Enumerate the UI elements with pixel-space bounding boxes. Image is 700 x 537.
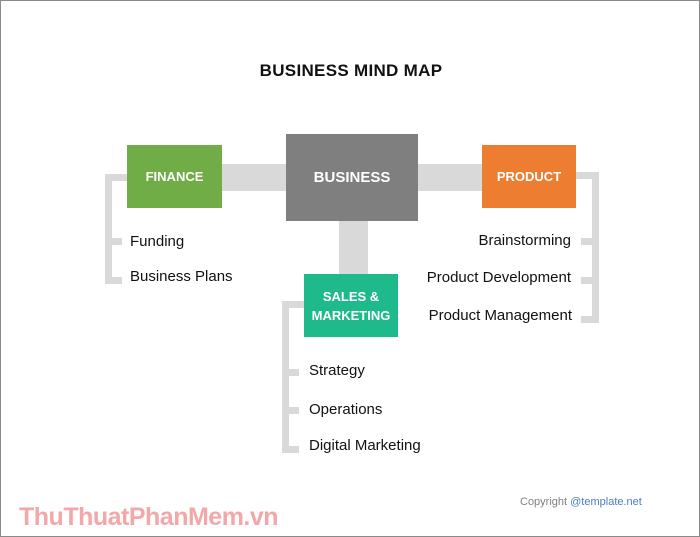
sales-item-strategy: Strategy bbox=[309, 362, 365, 379]
copyright-note: Copyright @template.net bbox=[520, 496, 642, 508]
sales-item-digital-marketing: Digital Marketing bbox=[309, 437, 421, 454]
product-item-development: Product Development bbox=[426, 269, 571, 286]
sales-node-label-line1: SALES & bbox=[322, 288, 380, 304]
finance-tree-tick-1 bbox=[105, 238, 122, 245]
finance-item-funding: Funding bbox=[130, 233, 185, 250]
business-node-label: BUSINESS bbox=[313, 169, 391, 186]
copyright-link[interactable]: @template.net bbox=[570, 496, 642, 508]
finance-item-business-plans: Business Plans bbox=[130, 268, 233, 285]
sales-node-label-line2: MARKETING bbox=[311, 307, 391, 323]
diagram-title: BUSINESS MIND MAP bbox=[259, 61, 443, 80]
connector-business-product bbox=[417, 164, 483, 191]
sales-marketing-node: SALES & MARKETING bbox=[304, 274, 398, 337]
product-tree-spine bbox=[592, 172, 599, 323]
sales-tree-top bbox=[282, 301, 305, 308]
product-node-label: PRODUCT bbox=[496, 169, 562, 184]
product-tree-tick-2 bbox=[581, 277, 599, 284]
sales-tree-tick-1 bbox=[282, 369, 299, 376]
product-node: PRODUCT bbox=[482, 145, 576, 208]
product-tree-tick-3 bbox=[581, 316, 599, 323]
product-tree-top bbox=[575, 172, 599, 179]
connector-business-sales bbox=[339, 221, 368, 275]
product-item-brainstorming: Brainstorming bbox=[478, 232, 571, 249]
sales-tree-tick-3 bbox=[282, 446, 299, 453]
finance-node: FINANCE bbox=[127, 145, 222, 208]
product-tree-tick-1 bbox=[581, 238, 599, 245]
sales-item-operations: Operations bbox=[309, 401, 383, 418]
finance-tree-tick-2 bbox=[105, 277, 122, 284]
connector-finance-business bbox=[221, 164, 287, 191]
product-item-management: Product Management bbox=[428, 307, 572, 324]
watermark-logo: ThuThuatPhanMem.vn bbox=[19, 503, 279, 531]
finance-tree-top bbox=[105, 174, 127, 181]
sales-tree-tick-2 bbox=[282, 407, 299, 414]
sales-tree-spine bbox=[282, 301, 289, 453]
finance-node-label: FINANCE bbox=[145, 169, 204, 184]
copyright-prefix: Copyright bbox=[520, 496, 571, 508]
finance-tree-spine bbox=[105, 174, 112, 284]
business-node: BUSINESS bbox=[286, 134, 418, 221]
